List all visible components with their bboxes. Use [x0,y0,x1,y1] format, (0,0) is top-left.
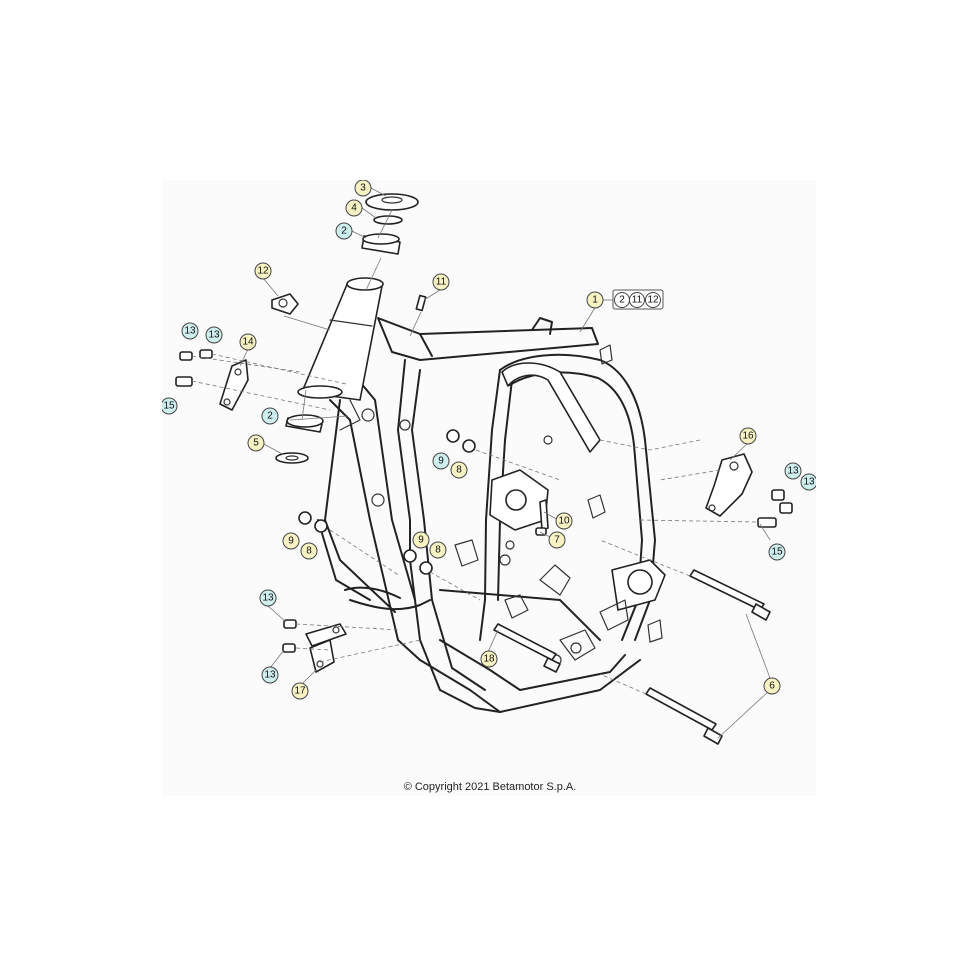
svg-text:18: 18 [483,654,495,665]
svg-text:1: 1 [592,295,598,306]
svg-text:8: 8 [456,465,462,476]
svg-text:15: 15 [771,547,783,558]
callout-7: 7 [548,531,566,549]
callout-8-left: 8 [300,542,318,560]
callout-2-bottom: 2 [261,407,279,425]
engine-bolts [493,499,771,745]
svg-text:6: 6 [769,681,775,692]
callout-12: 12 [254,262,272,280]
svg-text:3: 3 [360,183,366,194]
svg-text:9: 9 [418,535,424,546]
callout-3: 3 [354,180,372,197]
callout-1-kit-2: 2 [614,292,630,308]
svg-text:13: 13 [262,593,274,604]
callout-13-b: 13 [205,326,223,344]
callout-2-top: 2 [335,222,353,240]
svg-text:2: 2 [619,295,625,306]
callout-18: 18 [480,650,498,668]
callout-1-kit-11: 11 [629,292,645,308]
callout-15-left: 15 [162,397,178,415]
svg-text:8: 8 [435,545,441,556]
callout-14: 14 [239,333,257,351]
callout-15-right: 15 [768,543,786,561]
callout-6: 6 [763,677,781,695]
callout-13-f: 13 [261,666,279,684]
svg-text:12: 12 [647,295,659,306]
svg-text:14: 14 [242,337,254,348]
callout-11: 11 [432,273,450,291]
svg-text:2: 2 [267,411,273,422]
svg-text:13: 13 [208,330,220,341]
callout-10: 10 [555,512,573,530]
svg-text:10: 10 [558,516,570,527]
frame-exploded-diagram: 1 2 11 12 2 2 3 4 5 6 7 8 8 8 9 9 9 10 1… [162,180,816,745]
svg-text:4: 4 [351,203,357,214]
svg-text:11: 11 [632,295,643,306]
callout-9-left: 9 [282,532,300,550]
head-tube-parts [271,193,427,464]
copyright-text: © Copyright 2021 Betamotor S.p.A. [403,781,577,793]
callout-16: 16 [739,427,757,445]
svg-text:2: 2 [341,226,347,237]
svg-text:15: 15 [163,401,175,412]
left-front-bracket [175,349,347,411]
svg-text:13: 13 [787,466,799,477]
callout-1: 1 [586,291,604,309]
callout-4: 4 [345,199,363,217]
callout-leaders [239,187,771,687]
callout-8-mid: 8 [429,541,447,559]
svg-text:8: 8 [306,546,312,557]
callout-1-kit-12: 12 [645,292,661,308]
svg-text:17: 17 [294,686,306,697]
callout-17: 17 [291,682,309,700]
callout-8-top: 8 [450,461,468,479]
svg-text:11: 11 [436,277,447,288]
callout-13-e: 13 [259,589,277,607]
callout-5: 5 [247,434,265,452]
callout-9-mid: 9 [412,531,430,549]
spacers-washers [298,429,561,601]
svg-text:13: 13 [184,326,196,337]
svg-text:13: 13 [803,477,815,488]
callout-13-c: 13 [784,462,802,480]
bottom-bracket [282,619,421,673]
svg-text:12: 12 [257,266,269,277]
diagram-panel: 1 2 11 12 2 2 3 4 5 6 7 8 8 8 9 9 9 10 1… [162,180,816,796]
callout-9-top: 9 [432,452,450,470]
svg-text:13: 13 [264,670,276,681]
callout-13-d: 13 [800,473,816,491]
svg-text:7: 7 [554,535,560,546]
svg-text:16: 16 [742,431,754,442]
callout-13-a: 13 [181,322,199,340]
right-bracket [599,439,793,528]
svg-text:9: 9 [438,456,444,467]
svg-text:5: 5 [253,438,259,449]
svg-text:9: 9 [288,536,294,547]
